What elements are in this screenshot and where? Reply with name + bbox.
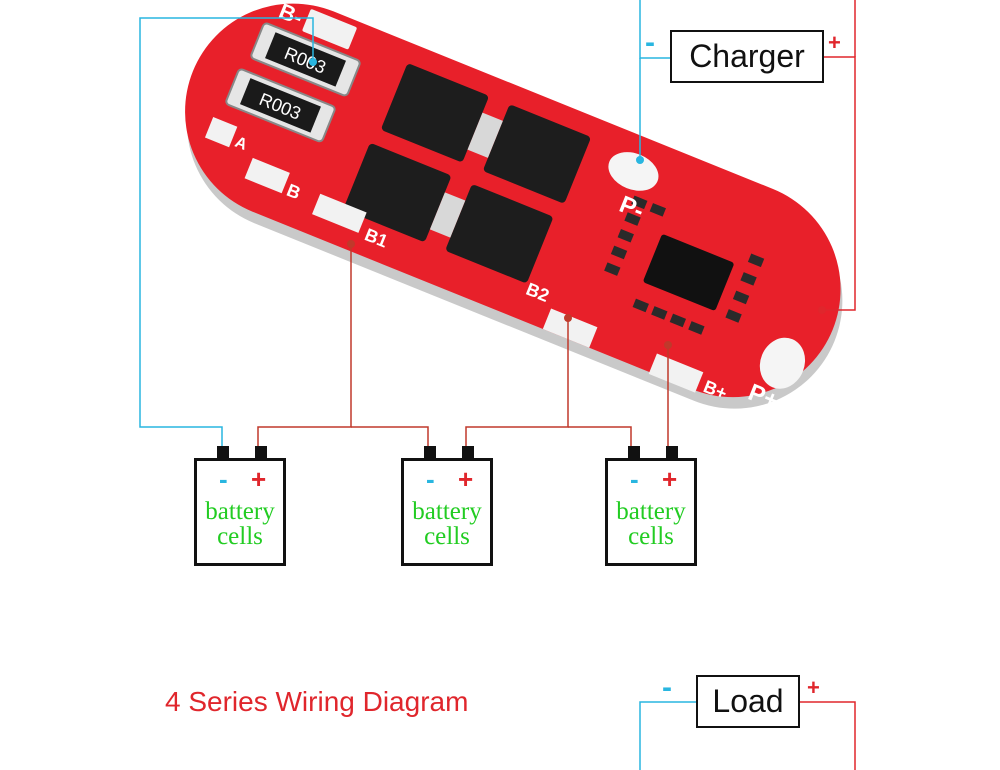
smd-components <box>604 195 765 335</box>
cell-3-label-line2: cells <box>628 523 674 550</box>
board-pads <box>204 9 806 393</box>
cell-2-label-line1: battery <box>412 498 482 525</box>
wire-load-pos <box>800 701 856 770</box>
cell-1-label: battery cells <box>197 499 283 549</box>
junction-b1 <box>347 240 355 248</box>
cell-3-negative-terminal <box>628 446 640 458</box>
charger-positive-sign: + <box>828 30 841 55</box>
wire-bminus <box>139 17 314 446</box>
cell-1-positive-sign: + <box>251 464 267 494</box>
wire-b2 <box>465 318 569 446</box>
cell-1-label-line2: cells <box>217 523 263 550</box>
cell-2-label: battery cells <box>404 499 490 549</box>
wire-load-neg <box>639 701 696 770</box>
cell-2-positive-terminal <box>462 446 474 458</box>
cell-3-positive-terminal <box>666 446 678 458</box>
wire-b2-cell3 <box>568 426 632 446</box>
wire-b1-cell2 <box>351 426 429 446</box>
wire-charger-pos <box>822 56 856 311</box>
battery-cell-3: - + battery cells <box>605 446 697 566</box>
wire-b1 <box>257 244 352 446</box>
junction-bminus <box>309 58 317 66</box>
junction-pminus <box>636 156 644 164</box>
load-label: Load <box>712 683 784 719</box>
bms-ic-chip <box>643 234 734 311</box>
mosfet-array <box>344 64 591 283</box>
battery-cell-2: - + battery cells <box>401 446 493 566</box>
cell-3-label: battery cells <box>608 499 694 549</box>
load-box: Load <box>696 675 800 728</box>
charger-label: Charger <box>689 38 805 74</box>
bms-board: R003 R003 <box>185 0 843 415</box>
cell-2-positive-sign: + <box>458 464 474 494</box>
load-negative-sign: - <box>662 671 672 704</box>
wires <box>139 0 856 770</box>
junction-bplus <box>664 341 672 349</box>
resistor-2: R003 <box>225 68 336 143</box>
resistor-1: R003 <box>250 22 361 97</box>
load-positive-sign: + <box>807 675 820 700</box>
battery-cell-1: - + battery cells <box>194 446 286 566</box>
charger-box: Charger <box>670 30 824 83</box>
cell-1-negative-terminal <box>217 446 229 458</box>
cell-2-label-line2: cells <box>424 523 470 550</box>
junction-b2 <box>564 314 572 322</box>
cell-3-positive-sign: + <box>662 464 678 494</box>
cell-1-negative-sign: - <box>219 464 228 494</box>
junction-pplus <box>818 306 826 314</box>
cell-3-label-line1: battery <box>616 498 686 525</box>
cell-3-negative-sign: - <box>630 464 639 494</box>
cell-1-label-line1: battery <box>205 498 275 525</box>
cell-2-negative-sign: - <box>426 464 435 494</box>
charger-negative-sign: - <box>645 26 655 59</box>
cell-2-negative-terminal <box>424 446 436 458</box>
diagram-title: 4 Series Wiring Diagram <box>165 686 469 717</box>
cell-1-positive-terminal <box>255 446 267 458</box>
